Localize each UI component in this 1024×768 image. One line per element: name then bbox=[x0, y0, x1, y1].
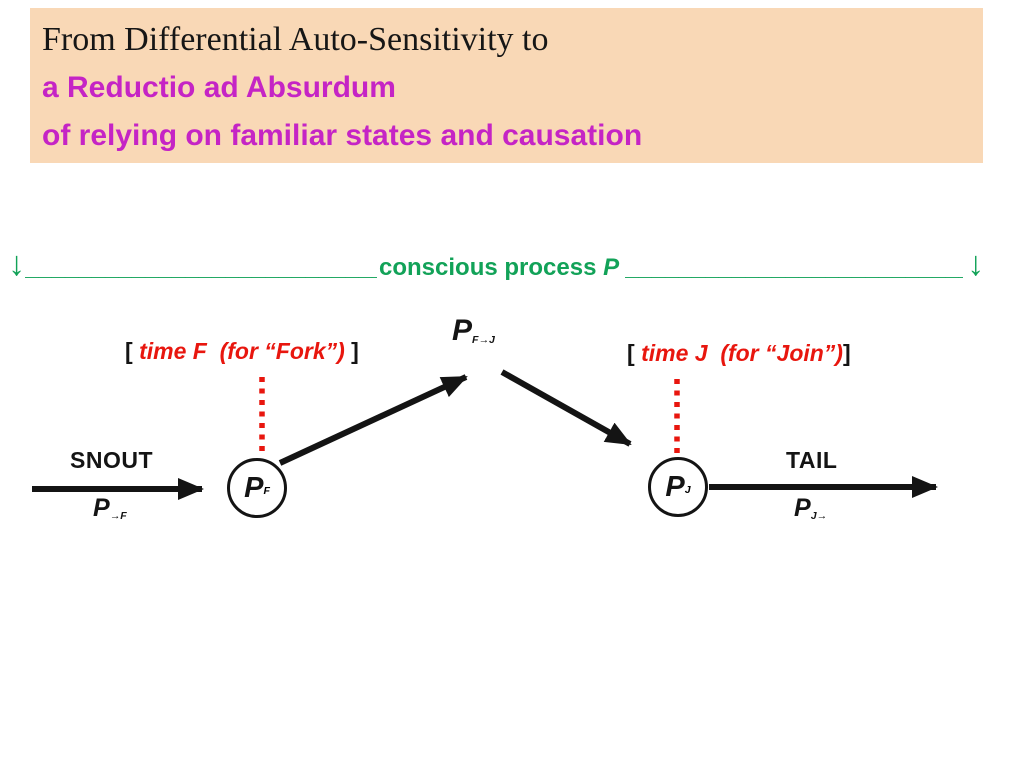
down-arrow-icon: ↓ bbox=[8, 245, 25, 283]
snout-p: P bbox=[93, 494, 110, 522]
peak-p: P bbox=[452, 314, 473, 347]
tail-label: TAIL bbox=[786, 447, 838, 473]
title-line-2: a Reductio ad Absurdum bbox=[42, 71, 396, 104]
process-underline-right: ___________________________ bbox=[625, 254, 964, 281]
conscious-process-band: ↓ ____________________________ conscious… bbox=[8, 244, 1010, 290]
join-time-text: time J (for “Join”) bbox=[641, 340, 843, 366]
tail-port-label: PJ→ bbox=[794, 494, 827, 523]
join-close-bracket: ] bbox=[842, 340, 851, 366]
fork-open-bracket: [ bbox=[125, 338, 140, 364]
snout-subscript: →F bbox=[109, 510, 127, 523]
tail-p: P bbox=[794, 494, 811, 522]
down-arrow-icon: ↓ bbox=[967, 245, 985, 283]
slide-title-banner: From Differential Auto-Sensitivity to a … bbox=[30, 8, 983, 163]
snout-port-label: P→F bbox=[93, 494, 127, 523]
join-node-p: P bbox=[665, 470, 685, 503]
fork-node-subscript: F bbox=[263, 485, 270, 498]
fork-time-label: [ time F (for “Fork”) ] bbox=[125, 338, 359, 365]
snout-label: SNOUT bbox=[70, 447, 153, 473]
join-open-bracket: [ bbox=[627, 340, 642, 366]
process-variable-p: P bbox=[603, 254, 620, 281]
peak-transition-label: PF→J bbox=[452, 314, 495, 348]
conscious-process-text: conscious process bbox=[379, 254, 604, 281]
title-line-1: From Differential Auto-Sensitivity to bbox=[42, 21, 549, 58]
fork-up-arrow-line bbox=[278, 374, 468, 466]
fork-close-bracket: ] bbox=[344, 338, 359, 364]
fork-time-text: time F (for “Fork”) bbox=[139, 338, 345, 364]
join-node-subscript: J bbox=[684, 484, 691, 497]
process-underline-left: ____________________________ bbox=[25, 254, 377, 281]
fork-node-p: P bbox=[244, 471, 264, 504]
join-down-arrow-line bbox=[500, 369, 632, 447]
join-time-label: [ time J (for “Join”)] bbox=[627, 340, 851, 367]
conscious-process-label: conscious process P bbox=[379, 254, 619, 282]
title-line-3: of relying on familiar states and causat… bbox=[42, 119, 643, 152]
tail-subscript: J→ bbox=[810, 510, 828, 523]
peak-subscript: F→J bbox=[472, 334, 495, 347]
